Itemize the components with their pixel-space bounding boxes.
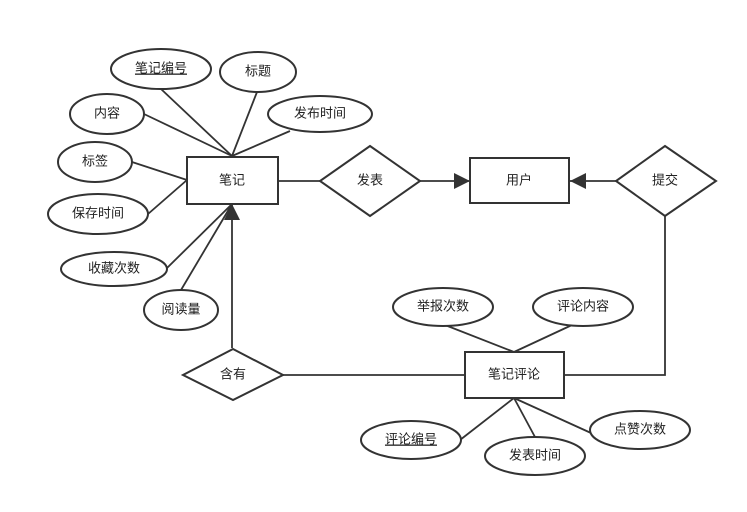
edge-comment-publish-time (513, 397, 536, 438)
relationship-publish-label: 发表 (357, 173, 383, 189)
edge-note-tags (131, 161, 188, 181)
attribute-note-publish-time[interactable]: 发布时间 (267, 95, 373, 133)
attribute-comment-reports[interactable]: 举报次数 (392, 287, 494, 327)
edge-comment-reports (444, 324, 515, 353)
attribute-note-tags-label: 标签 (82, 154, 108, 170)
attribute-note-content-label: 内容 (94, 106, 120, 122)
edge-note-reads (180, 203, 233, 291)
attribute-note-save-time[interactable]: 保存时间 (47, 193, 149, 235)
edge-note-favorites (166, 203, 233, 269)
attribute-note-tags[interactable]: 标签 (57, 141, 133, 183)
relationship-contain-label: 含有 (220, 367, 246, 383)
attribute-note-id-label: 笔记编号 (135, 61, 187, 77)
comment-attribute-edges (444, 324, 592, 441)
relationship-publish[interactable]: 发表 (318, 144, 422, 218)
edge-comment-submit (564, 216, 666, 376)
edge-comment-content (513, 324, 573, 353)
relationship-contain[interactable]: 含有 (180, 347, 286, 402)
attribute-note-title[interactable]: 标题 (219, 51, 297, 93)
entity-user-label: 用户 (506, 173, 532, 189)
edge-note-publish-time (231, 130, 291, 157)
relationship-edges (223, 172, 666, 376)
attribute-note-reads[interactable]: 阅读量 (143, 289, 219, 331)
attribute-comment-content-label: 评论内容 (557, 299, 609, 315)
attribute-note-reads-label: 阅读量 (161, 303, 200, 318)
entity-user[interactable]: 用户 (469, 157, 570, 204)
attribute-comment-publish-time-label: 发表时间 (509, 448, 561, 464)
attribute-comment-likes[interactable]: 点赞次数 (589, 410, 691, 450)
attribute-comment-publish-time[interactable]: 发表时间 (484, 436, 586, 476)
entity-note-label: 笔记 (219, 173, 245, 189)
attribute-comment-id[interactable]: 评论编号 (360, 420, 462, 460)
entity-comment-label: 笔记评论 (488, 367, 540, 383)
note-attribute-edges (131, 88, 291, 291)
attribute-note-content[interactable]: 内容 (69, 93, 145, 135)
edge-note-title (231, 91, 258, 157)
edge-note-content (143, 113, 233, 157)
attribute-comment-id-label: 评论编号 (385, 433, 437, 448)
attribute-note-favorites[interactable]: 收藏次数 (60, 251, 168, 287)
edge-note-save-time (147, 179, 188, 215)
entity-comment[interactable]: 笔记评论 (464, 351, 565, 399)
attribute-note-favorites-label: 收藏次数 (88, 261, 140, 277)
edge-comment-likes (513, 397, 592, 434)
entity-note[interactable]: 笔记 (186, 156, 279, 205)
edge-note-id (160, 88, 233, 157)
edge-comment-id (459, 397, 515, 441)
relationship-submit-label: 提交 (652, 173, 678, 189)
attribute-note-save-time-label: 保存时间 (72, 207, 124, 222)
relationship-submit[interactable]: 提交 (614, 144, 718, 218)
attribute-note-title-label: 标题 (245, 65, 271, 80)
attribute-comment-reports-label: 举报次数 (417, 299, 469, 315)
attribute-note-id[interactable]: 笔记编号 (110, 48, 212, 90)
attribute-comment-likes-label: 点赞次数 (614, 422, 666, 438)
attribute-note-publish-time-label: 发布时间 (294, 106, 346, 122)
attribute-comment-content[interactable]: 评论内容 (532, 287, 634, 327)
